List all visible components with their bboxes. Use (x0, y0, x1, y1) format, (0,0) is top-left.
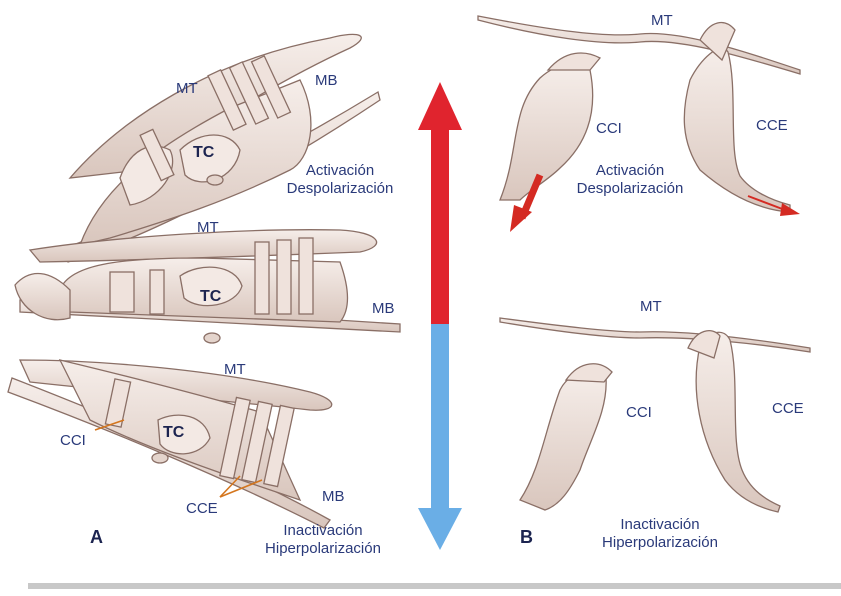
label-mt-a-middle: MT (197, 219, 219, 236)
label-mb-a-top: MB (315, 72, 338, 89)
inactivation-arrow-head (418, 508, 462, 550)
inactivation-b-line1: Inactivación (580, 516, 740, 534)
inner-hair-cell-bottom (520, 370, 606, 510)
label-tc-a-top: TC (193, 144, 214, 162)
label-cci-a: CCI (60, 432, 86, 449)
outer-hair-cell-bottom (696, 332, 780, 512)
inactivation-arrow-shaft (431, 324, 449, 512)
label-cce-b-bottom: CCE (772, 400, 804, 417)
hair-cells-bottom (500, 318, 810, 512)
panel-label-a: A (90, 527, 103, 548)
label-mt-b-top: MT (651, 12, 673, 29)
inactivation-line1: Inactivación (248, 522, 398, 540)
label-inactivation-a: Inactivación Hiperpolarización (248, 522, 398, 558)
label-cce-b-top: CCE (756, 117, 788, 134)
panel-label-b: B (520, 527, 533, 548)
label-cci-b-bottom: CCI (626, 404, 652, 421)
bottom-divider (28, 583, 841, 589)
label-mt-b-bottom: MT (640, 298, 662, 315)
activation-arrow-head (418, 82, 462, 130)
label-tc-a-middle: TC (200, 288, 221, 306)
organ-bottom (8, 360, 332, 528)
organ-top (60, 34, 380, 262)
label-mb-a-middle: MB (372, 300, 395, 317)
label-tc-a-bottom: TC (163, 424, 184, 442)
activation-b-line1: Activación (560, 162, 700, 180)
label-mt-a-bottom: MT (224, 361, 246, 378)
activation-line2: Despolarización (275, 180, 405, 198)
label-activation-b: Activación Despolarización (560, 162, 700, 198)
activation-b-line2: Despolarización (560, 180, 700, 198)
activation-arrow-shaft (431, 128, 449, 324)
inactivation-line2: Hiperpolarización (248, 540, 398, 558)
label-mt-a-top: MT (176, 80, 198, 97)
polarity-arrow (418, 82, 462, 550)
activation-line1: Activación (275, 162, 405, 180)
label-cci-b-top: CCI (596, 120, 622, 137)
organ-middle (15, 230, 400, 343)
label-cce-a: CCE (186, 500, 218, 517)
label-mb-a-bottom: MB (322, 488, 345, 505)
label-inactivation-b: Inactivación Hiperpolarización (580, 516, 740, 552)
inactivation-b-line2: Hiperpolarización (580, 534, 740, 552)
label-activation-a: Activación Despolarización (275, 162, 405, 198)
